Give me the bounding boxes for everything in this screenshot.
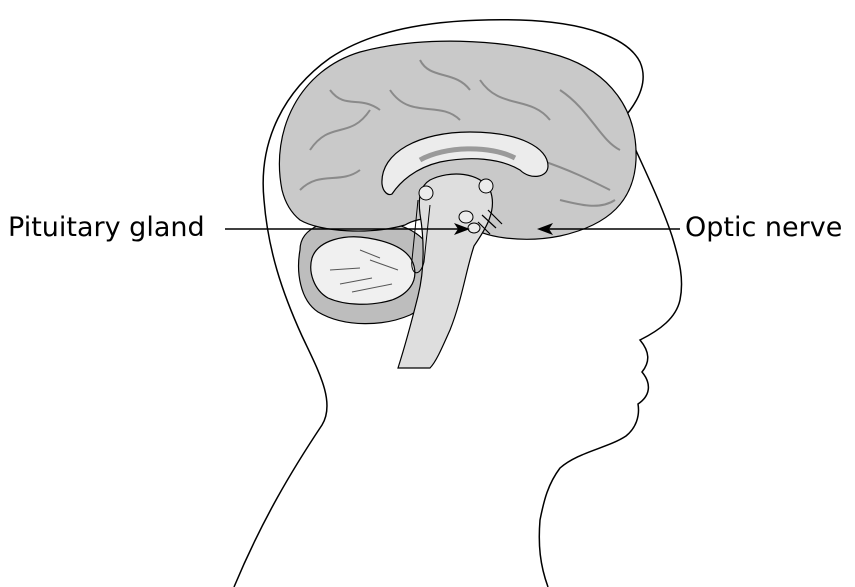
pituitary-gland-label: Pituitary gland bbox=[8, 214, 205, 241]
optic-nerve-label: Optic nerve bbox=[685, 214, 842, 241]
